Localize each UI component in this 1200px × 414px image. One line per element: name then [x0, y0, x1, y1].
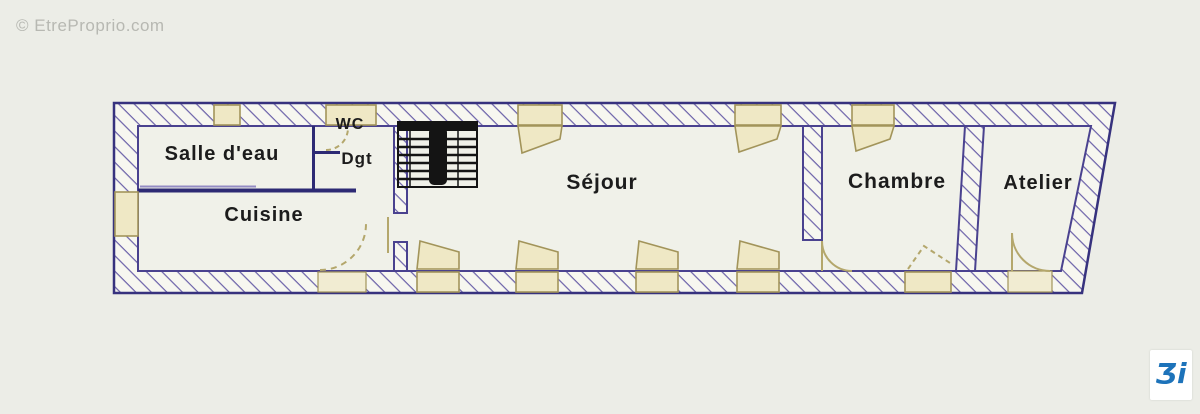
windows — [114, 104, 952, 293]
door-swing-wc — [325, 127, 349, 151]
wall-sejour-chambre — [802, 125, 823, 241]
room-label-cuisine: Cuisine — [224, 204, 303, 226]
window-top-sejour-1 — [517, 104, 563, 126]
window-flap — [851, 125, 896, 153]
stairs-icon — [397, 121, 478, 188]
window-left-wall — [114, 191, 139, 237]
room-label-sejour: Séjour — [566, 171, 637, 194]
room-label-atelier: Atelier — [1003, 172, 1072, 194]
agency-logo: Ʒi — [1150, 350, 1192, 400]
window-top-chambre — [851, 104, 895, 126]
door-swing-cuisine — [319, 223, 367, 271]
agency-logo-glyph: Ʒi — [1155, 357, 1187, 390]
watermark-text: © EtreProprio.com — [16, 16, 165, 35]
window-flap-dashed-chambre — [907, 244, 951, 270]
window-flap — [734, 125, 783, 154]
window-flap — [515, 239, 559, 270]
room-label-salle-deau: Salle d'eau — [165, 143, 280, 165]
window-top-sejour-2 — [734, 104, 782, 126]
window-flap — [635, 239, 679, 270]
room-label-chambre: Chambre — [848, 170, 946, 193]
door-bottom-atelier-gap — [1007, 270, 1053, 293]
room-label-dgt: Dgt — [341, 149, 372, 168]
door-swing-atelier — [1011, 232, 1051, 272]
wall-chambre-atelier — [954, 125, 986, 272]
doors — [317, 127, 1053, 293]
window-top-wc — [325, 104, 377, 126]
window-bottom-chambre — [904, 271, 952, 293]
window-top-salle-deau — [213, 104, 241, 126]
window-flap — [517, 125, 563, 155]
thin-partitions — [138, 126, 356, 193]
window-bottom-sejour-1 — [416, 271, 460, 293]
wall-cuisine-sejour-lower — [393, 241, 408, 272]
floor-area — [137, 125, 1093, 272]
window-bottom-sejour-2 — [515, 271, 559, 293]
room-label-wc: WC — [336, 116, 365, 133]
window-flap — [416, 239, 460, 270]
window-flap — [736, 239, 780, 270]
window-bottom-sejour-4 — [736, 271, 780, 293]
stairs-center-rail — [429, 127, 447, 185]
door-bottom-cuisine-gap — [317, 271, 367, 293]
window-bottom-sejour-3 — [635, 271, 679, 293]
